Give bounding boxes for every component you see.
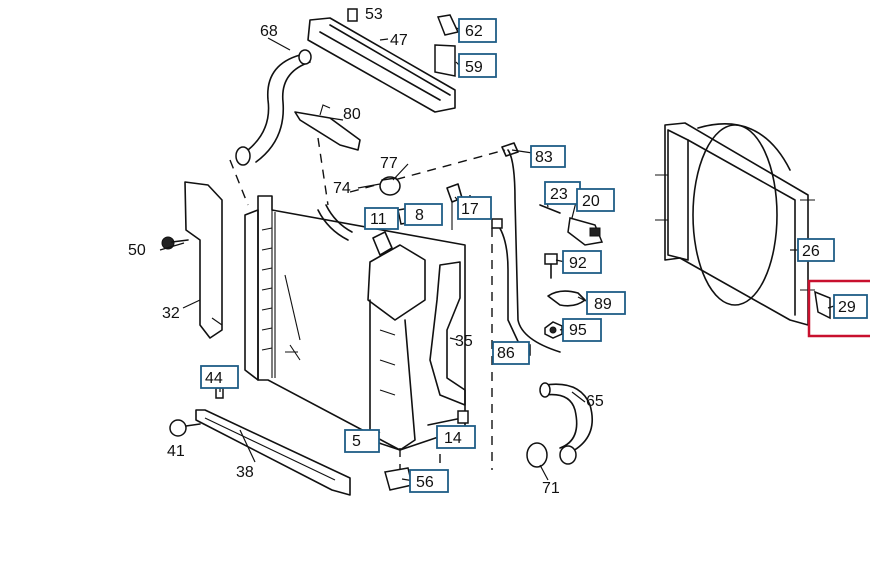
fan-shroud — [655, 122, 815, 326]
callout-17-box — [457, 196, 492, 220]
part-62-59 — [434, 14, 460, 77]
highlight-frame — [807, 279, 870, 338]
callout-74: 74 — [333, 180, 351, 197]
part-35 — [429, 261, 466, 406]
callout-56: 56 — [416, 474, 434, 491]
callout-83-box — [530, 145, 566, 168]
callout-26-box — [797, 238, 835, 262]
callout-32: 32 — [162, 305, 180, 322]
callout-95-box — [562, 318, 602, 342]
callout-20: 20 — [582, 193, 600, 210]
callout-56-box — [409, 469, 449, 493]
callout-95: 95 — [569, 322, 587, 339]
callout-89-box — [586, 291, 626, 315]
callout-62-box — [458, 18, 497, 43]
callout-59-box — [458, 53, 497, 78]
callout-53: 53 — [365, 6, 383, 23]
callout-26: 26 — [802, 243, 820, 260]
upper-bracket — [307, 8, 456, 113]
callout-80: 80 — [343, 106, 361, 123]
callout-44-box — [200, 365, 239, 389]
callout-65: 65 — [586, 393, 604, 410]
callout-11-box — [364, 207, 399, 230]
callout-35: 35 — [455, 333, 473, 350]
callout-83: 83 — [535, 149, 553, 166]
callout-38: 38 — [236, 464, 254, 481]
callout-89: 89 — [594, 296, 612, 313]
callout-labels: 53 47 62 59 68 80 77 74 11 8 83 23 20 17… — [128, 6, 870, 497]
callout-14: 14 — [444, 430, 462, 447]
small-hose — [317, 204, 353, 241]
callout-41: 41 — [167, 443, 185, 460]
callout-8: 8 — [415, 207, 424, 224]
expansion-tank — [367, 231, 426, 451]
callout-50: 50 — [128, 242, 146, 259]
leader-lines — [159, 27, 835, 482]
pipe-83 — [501, 142, 561, 353]
clamp-77 — [379, 176, 401, 196]
callout-71: 71 — [542, 480, 560, 497]
upper-hose — [235, 49, 312, 166]
callout-77: 77 — [380, 155, 398, 172]
callout-17: 17 — [461, 201, 479, 218]
callout-5-box — [344, 429, 380, 453]
mount-56 — [384, 467, 413, 491]
callout-68: 68 — [260, 23, 278, 40]
callout-14-box — [436, 425, 476, 449]
callout-8-box — [404, 203, 443, 226]
radiator — [244, 195, 466, 451]
lower-hose — [526, 382, 594, 468]
pipe-86 — [491, 218, 531, 356]
callout-47: 47 — [390, 32, 408, 49]
callout-29-box — [833, 294, 868, 319]
callout-92-box — [562, 250, 602, 274]
sensor-parts — [446, 183, 604, 246]
callout-23: 23 — [550, 186, 568, 203]
callout-20-box — [576, 188, 615, 212]
callout-92: 92 — [569, 255, 587, 272]
callout-5: 5 — [352, 433, 361, 450]
lower-plate — [169, 409, 351, 496]
callout-44: 44 — [205, 370, 223, 387]
part-29 — [814, 290, 831, 320]
callout-86: 86 — [497, 345, 515, 362]
callout-59: 59 — [465, 59, 483, 76]
side-bracket — [161, 181, 223, 339]
callout-62: 62 — [465, 23, 483, 40]
callout-86-box — [492, 341, 530, 365]
callout-29: 29 — [838, 299, 856, 316]
callout-11: 11 — [370, 211, 387, 228]
drain-screw — [427, 410, 469, 426]
